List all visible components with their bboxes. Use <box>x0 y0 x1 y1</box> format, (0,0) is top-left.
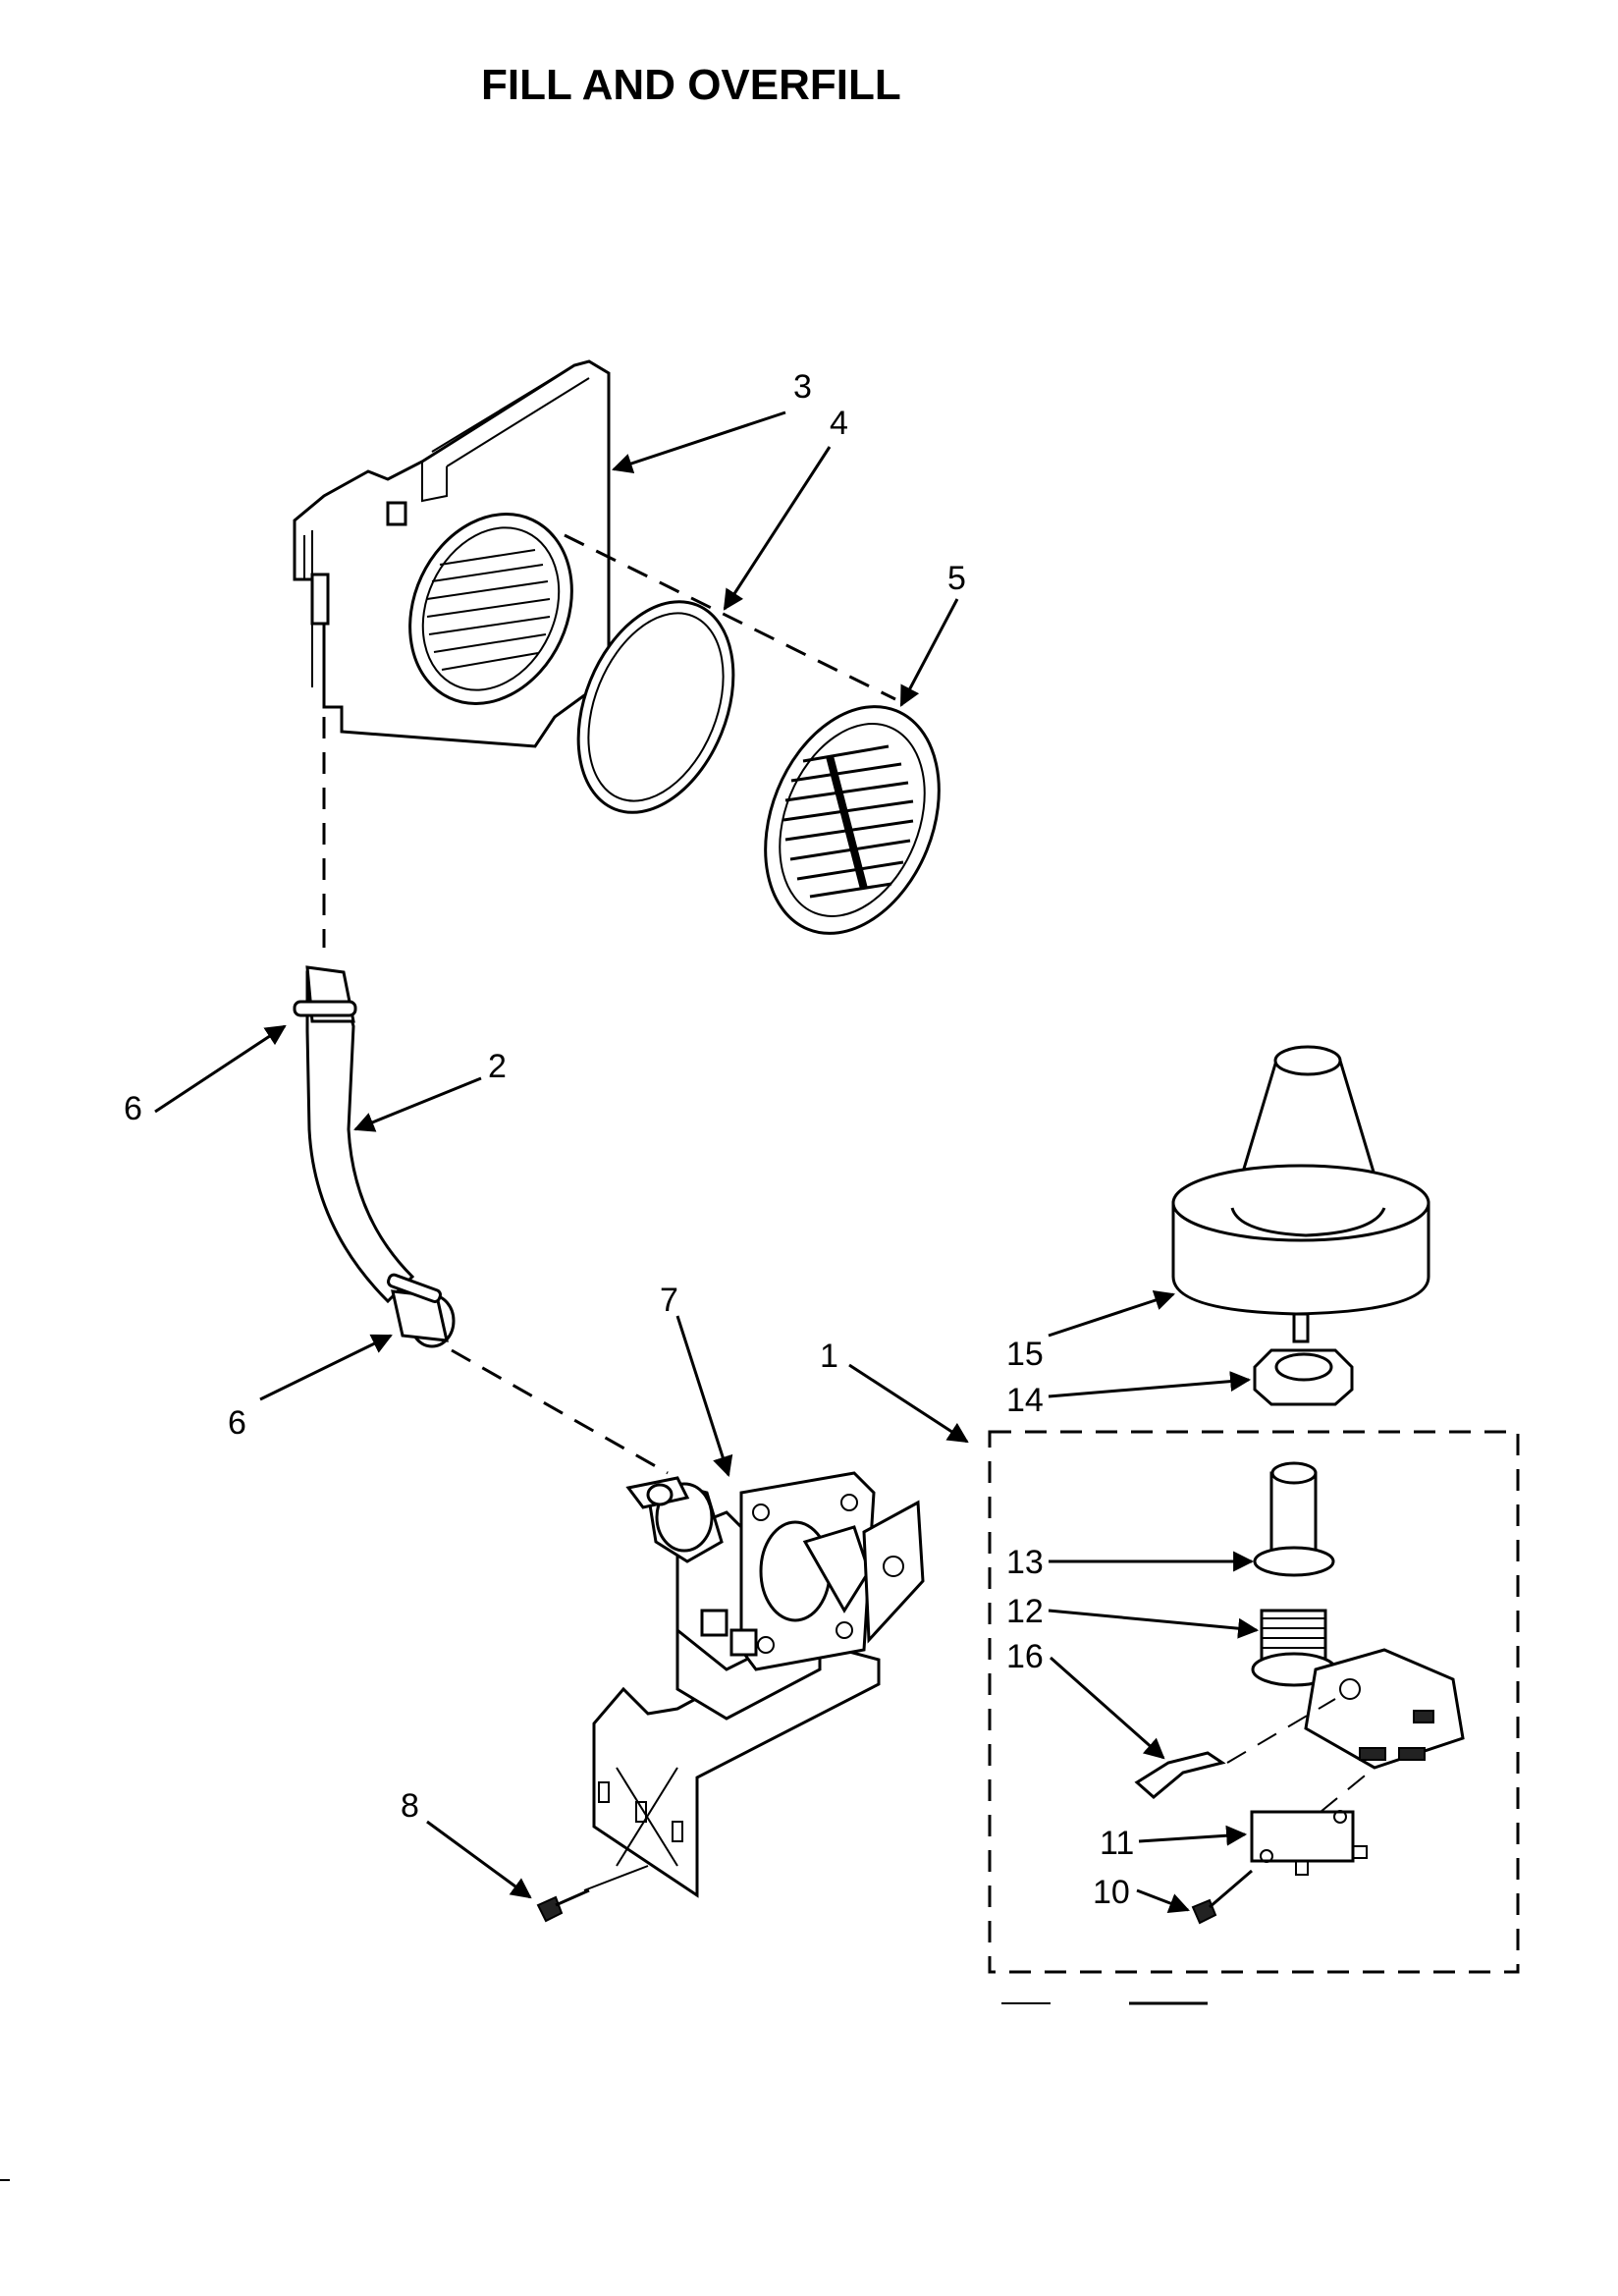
micro-switch <box>1250 1810 1355 1863</box>
diagram-title: FILL AND OVERFILL <box>481 61 901 109</box>
callout-13: 13 <box>1006 1544 1044 1581</box>
callout-15: 15 <box>1006 1336 1044 1373</box>
callout-6-lower: 6 <box>228 1404 246 1442</box>
fill-hose <box>293 965 456 1348</box>
callout-10: 10 <box>1093 1874 1130 1911</box>
callout-labels: 3 4 5 2 6 6 7 8 1 15 14 13 12 16 11 10 <box>124 368 1134 1911</box>
float-switch-assembly <box>1134 1461 1465 1925</box>
callout-16: 16 <box>1006 1638 1044 1675</box>
switch-assembly-box <box>988 1430 1520 1974</box>
fill-valve <box>592 1471 925 1898</box>
o-ring <box>1253 1546 1335 1577</box>
callout-2: 2 <box>488 1048 507 1085</box>
float-nut <box>1253 1348 1354 1406</box>
callout-1: 1 <box>820 1338 838 1375</box>
overfill-float <box>1171 1045 1430 1343</box>
leader-lines <box>154 410 1260 1914</box>
callout-5: 5 <box>947 560 966 597</box>
callout-11: 11 <box>1100 1825 1134 1862</box>
callout-6-upper: 6 <box>124 1090 142 1127</box>
actuator-lever <box>1134 1751 1226 1799</box>
callout-3: 3 <box>793 368 812 406</box>
mounting-screw <box>536 1888 590 1923</box>
fill-housing <box>293 359 611 748</box>
callout-7: 7 <box>660 1282 678 1319</box>
gasket-ring <box>576 600 735 814</box>
callout-8: 8 <box>401 1787 419 1825</box>
callout-4: 4 <box>830 405 848 442</box>
grille-cover <box>764 705 941 935</box>
callout-12: 12 <box>1006 1593 1044 1630</box>
callout-14: 14 <box>1006 1382 1044 1419</box>
